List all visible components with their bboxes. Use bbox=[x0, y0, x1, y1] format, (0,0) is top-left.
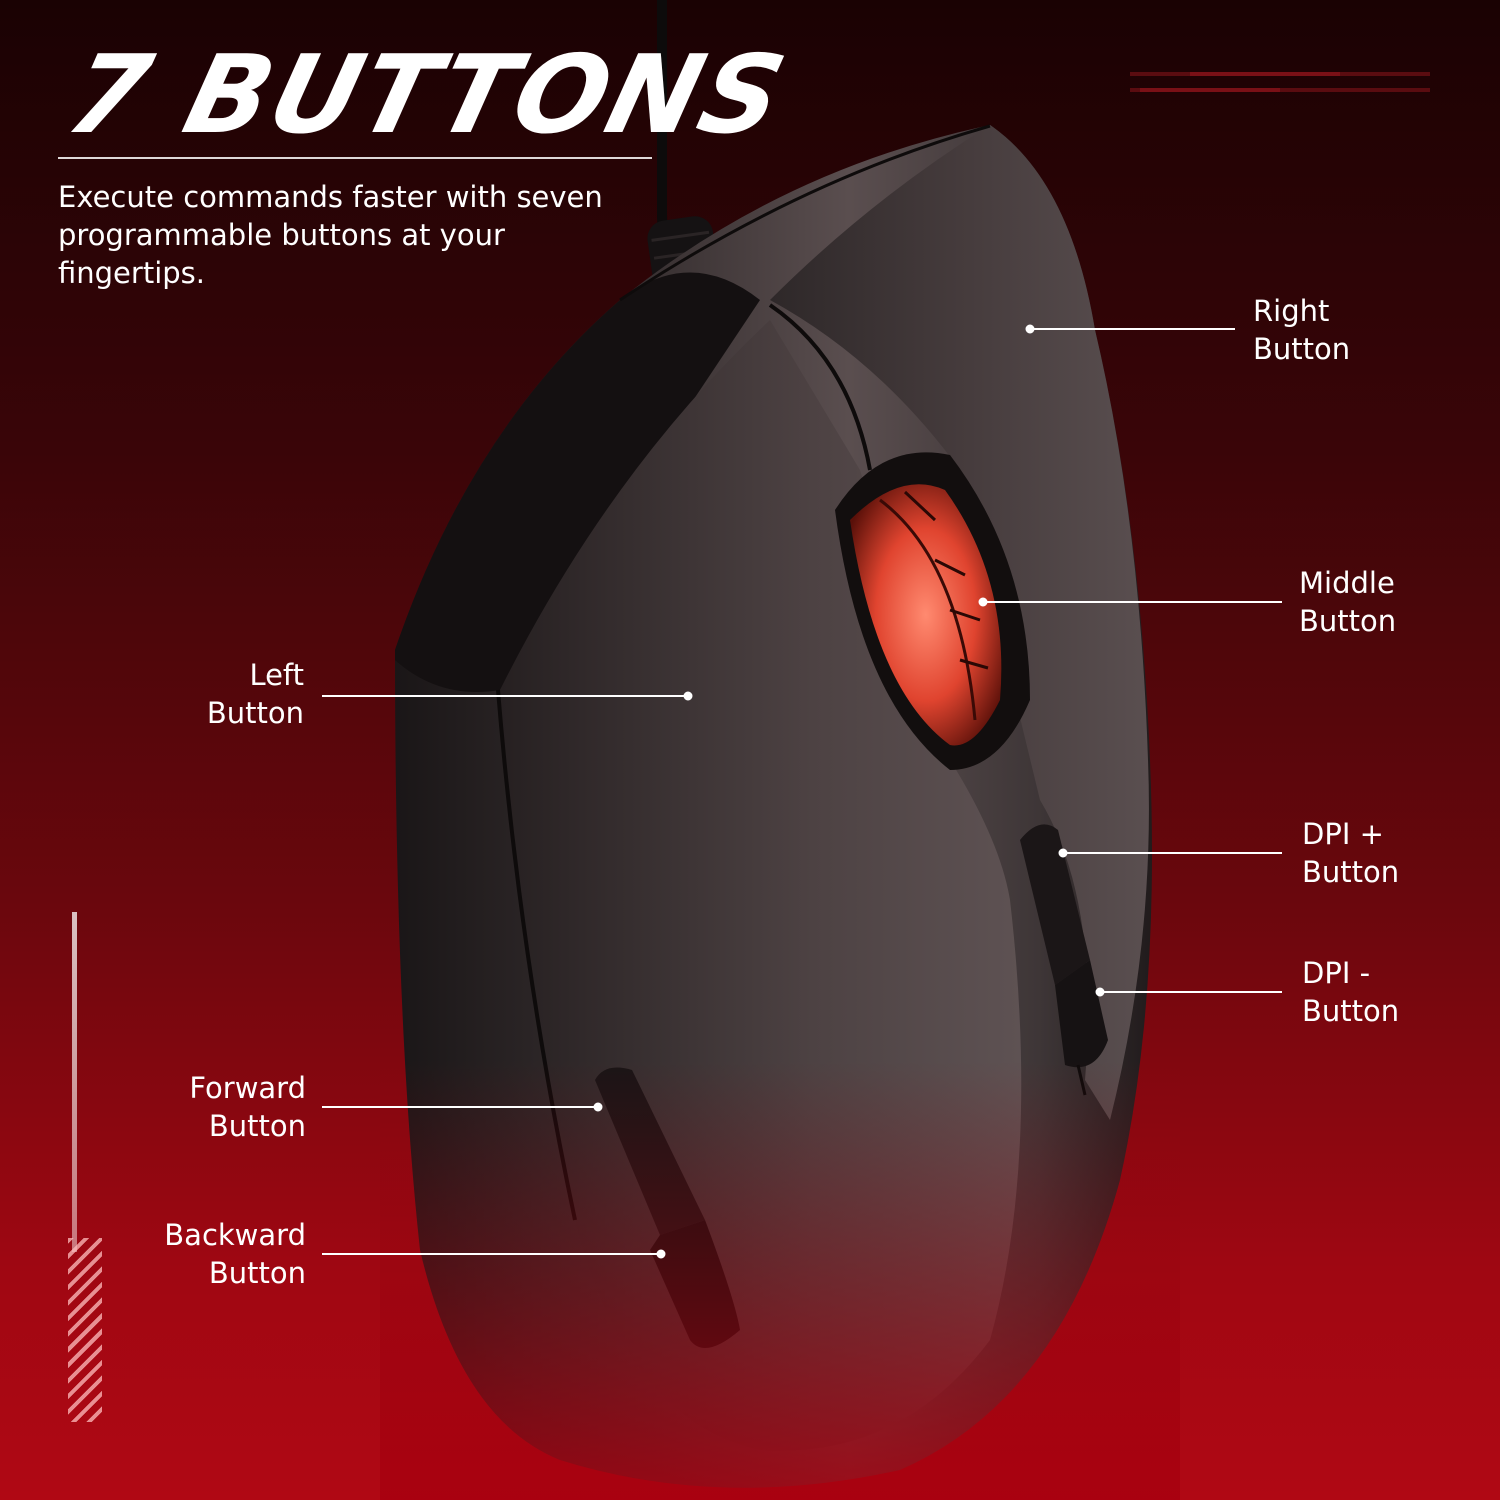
callout-forward-button: Forward Button bbox=[150, 1069, 306, 1145]
callout-label-line2: Button bbox=[206, 696, 304, 730]
callout-dpi-minus-button: DPI - Button bbox=[1302, 954, 1399, 1030]
callout-backward-button: Backward Button bbox=[130, 1216, 306, 1292]
decorative-stripes bbox=[68, 1238, 102, 1422]
callout-label-line2: Button bbox=[1302, 994, 1400, 1028]
decorative-top-stripes bbox=[1130, 72, 1430, 92]
feature-description: Execute commands faster with seven progr… bbox=[58, 180, 603, 290]
callout-label-line2: Button bbox=[1302, 855, 1400, 889]
headline-divider bbox=[58, 157, 652, 159]
callout-label-line2: Button bbox=[1299, 604, 1397, 638]
callout-label-line1: Backward bbox=[164, 1218, 306, 1252]
callout-label-line2: Button bbox=[208, 1256, 306, 1290]
callout-leader-lines bbox=[322, 324, 1282, 1259]
callout-label-line1: Forward bbox=[189, 1071, 306, 1105]
callout-middle-button: Middle Button bbox=[1299, 564, 1396, 640]
callout-label-line1: Right bbox=[1253, 294, 1330, 328]
decorative-vertical-line bbox=[72, 912, 77, 1252]
callout-left-button: Left Button bbox=[180, 656, 304, 732]
callout-label-line2: Button bbox=[208, 1109, 306, 1143]
callout-label-line1: DPI + bbox=[1302, 817, 1384, 851]
callout-label-line1: Middle bbox=[1299, 566, 1395, 600]
callout-dpi-plus-button: DPI + Button bbox=[1302, 815, 1399, 891]
callout-label-line2: Button bbox=[1253, 332, 1351, 366]
callout-right-button: Right Button bbox=[1253, 292, 1350, 368]
headline: 7 BUTTONS bbox=[56, 33, 798, 158]
callout-label-line1: Left bbox=[249, 658, 304, 692]
callout-label-line1: DPI - bbox=[1302, 956, 1371, 990]
